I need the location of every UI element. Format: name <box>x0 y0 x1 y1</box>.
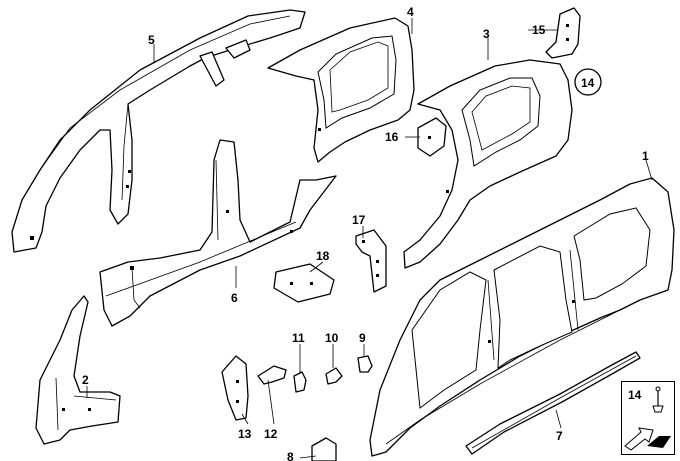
part-3-rear-quarter[interactable] <box>403 59 573 269</box>
callout-4: 4 <box>407 5 414 19</box>
callout-7: 7 <box>556 429 563 443</box>
callout-6: 6 <box>231 291 238 305</box>
legend-box-14: 14 <box>621 381 675 455</box>
callout-14-circled: 14 <box>574 68 602 96</box>
callout-8: 8 <box>287 450 294 461</box>
direction-arrow-icon <box>624 427 671 451</box>
part-9-clip[interactable] <box>357 355 373 373</box>
callout-1: 1 <box>642 149 649 163</box>
part-6-side-sill-pillar[interactable] <box>99 139 337 327</box>
leader-lines <box>86 18 653 459</box>
part-11-clip[interactable] <box>293 371 307 393</box>
legend-number: 14 <box>628 388 642 402</box>
callout-14: 14 <box>581 76 595 90</box>
part-2-a-pillar-lower[interactable] <box>35 295 121 445</box>
part-16-gusset[interactable] <box>417 117 447 157</box>
callout-5: 5 <box>148 33 155 47</box>
callout-12: 12 <box>264 427 278 441</box>
part-5-roof-frame[interactable] <box>11 9 306 253</box>
callout-9: 9 <box>359 331 366 345</box>
part-1-side-frame[interactable] <box>369 177 675 457</box>
part-7-sill-strip[interactable] <box>465 351 641 455</box>
callout-13: 13 <box>238 427 252 441</box>
callout-3: 3 <box>483 27 490 41</box>
callout-2: 2 <box>82 373 89 387</box>
callout-16: 16 <box>385 130 399 144</box>
callout-11: 11 <box>292 331 305 345</box>
part-17-bracket[interactable] <box>355 229 387 293</box>
callout-15: 15 <box>532 23 546 37</box>
callout-17: 17 <box>352 213 366 227</box>
part-8-bracket[interactable] <box>311 437 337 461</box>
part-4-rear-side-panel[interactable] <box>267 17 415 163</box>
part-12-bracket[interactable] <box>257 365 287 385</box>
part-10-clip[interactable] <box>325 367 343 385</box>
part-13-bracket[interactable] <box>221 355 249 421</box>
part-15-bracket[interactable] <box>545 7 581 59</box>
callout-18: 18 <box>316 249 330 263</box>
fastener-icon <box>652 386 664 413</box>
callout-10: 10 <box>325 331 339 345</box>
callout-labels: 5 4 3 15 16 1 17 18 6 2 11 10 9 13 12 7 … <box>82 5 649 461</box>
part-18-plate[interactable] <box>273 263 335 303</box>
